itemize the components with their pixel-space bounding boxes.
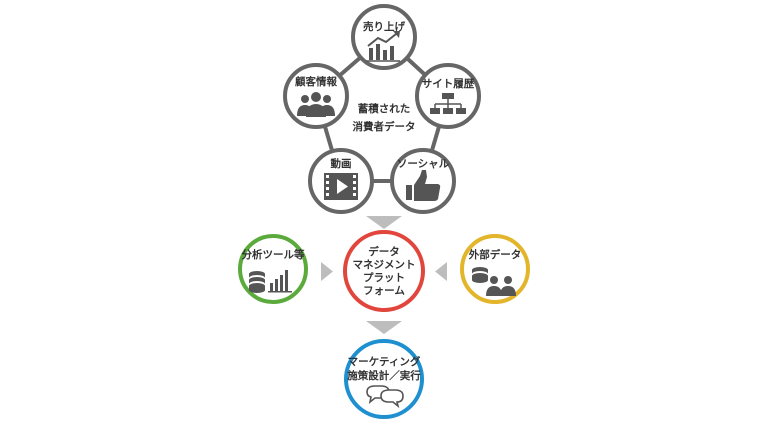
hub-node-site-history: サイト履歴 xyxy=(415,63,481,129)
hub-node-sales: 売り上げ xyxy=(351,4,417,70)
dmp-line-3: プラット xyxy=(363,271,405,284)
dmp-line-4: フォーム xyxy=(363,285,405,297)
arrow-analysis-to-dmp xyxy=(321,262,333,281)
database-chart-icon xyxy=(249,270,292,293)
hub-node-site-history-label: サイト履歴 xyxy=(422,78,475,90)
marketing-node: マーケティング 施策設計／実行 xyxy=(344,339,424,419)
hub-node-customer-info-label: 顧客情報 xyxy=(295,75,337,88)
arrow-dmp-to-marketing xyxy=(366,321,402,334)
marketing-line-1: マーケティング xyxy=(348,355,421,368)
dmp-line-2: マネジメント xyxy=(353,259,416,271)
hub-center-line-1: 蓄積された xyxy=(358,102,411,115)
marketing-line-2: 施策設計／実行 xyxy=(347,369,421,382)
arrow-hub-to-dmp xyxy=(366,216,402,229)
hub-node-social: ソーシャル xyxy=(390,148,456,214)
database-people-icon xyxy=(472,267,516,296)
hub-center-line-2: 消費者データ xyxy=(353,120,416,133)
analysis-tools-label: 分析ツール等 xyxy=(242,248,305,261)
external-data-label: 外部データ xyxy=(468,248,522,261)
hub-node-social-label: ソーシャル xyxy=(397,158,450,170)
hub-node-customer-info: 顧客情報 xyxy=(283,63,349,129)
video-icon xyxy=(324,173,358,200)
arrow-external-to-dmp xyxy=(435,262,447,281)
hub-node-video-label: 動画 xyxy=(331,157,352,170)
sitemap-icon xyxy=(430,93,466,114)
analysis-tools-node: 分析ツール等 xyxy=(238,234,308,304)
external-data-node: 外部データ xyxy=(460,234,530,304)
dmp-node: データ マネジメント プラット フォーム xyxy=(343,230,425,312)
hub-center: 蓄積された 消費者データ xyxy=(353,102,416,133)
people-icon xyxy=(297,92,335,117)
hub-node-sales-label: 売り上げ xyxy=(363,20,405,33)
speech-bubbles-icon xyxy=(366,385,404,409)
dmp-line-1: データ xyxy=(368,245,400,258)
hub-node-video: 動画 xyxy=(308,148,374,214)
thumbs-up-icon xyxy=(406,170,441,201)
sales-chart-icon xyxy=(366,31,400,62)
